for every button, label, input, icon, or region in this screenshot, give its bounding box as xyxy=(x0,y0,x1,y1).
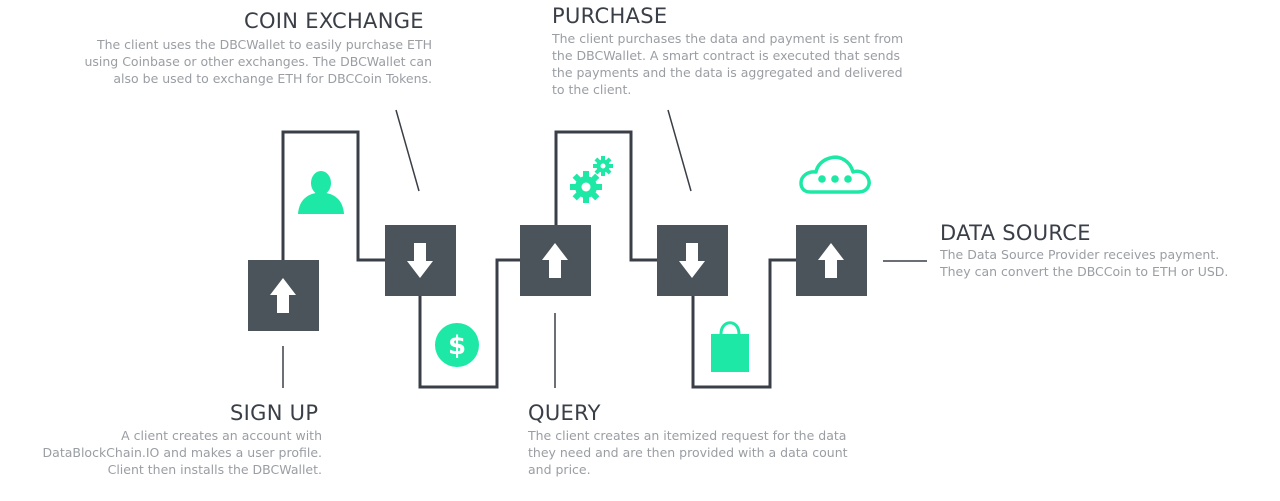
arrow-up-icon xyxy=(542,243,568,278)
step-box-coin-exchange xyxy=(385,225,456,296)
step-box-sign-up xyxy=(248,260,319,331)
purchase-title: PURCHASE xyxy=(552,4,668,28)
purchase-line: the DBCWallet. A smart contract is execu… xyxy=(552,48,901,63)
coin-exchange-title: COIN EXCHANGE xyxy=(244,9,424,33)
purchase-line: The client purchases the data and paymen… xyxy=(552,31,904,46)
dollar-coin-icon: $ xyxy=(435,323,479,367)
shopping-bag-icon xyxy=(711,321,749,372)
step-box-data-source xyxy=(796,225,867,296)
purchase-leader-line xyxy=(667,109,692,192)
coin-exchange-leader-line xyxy=(395,109,420,192)
query-line: The client creates an itemized request f… xyxy=(528,428,847,443)
arrow-down-icon xyxy=(679,243,705,278)
coin-exchange-line: also be used to exchange ETH for DBCCoin… xyxy=(113,71,432,86)
data-source-line: They can convert the DBCCoin to ETH or U… xyxy=(940,264,1229,279)
step-box-query xyxy=(520,225,591,296)
purchase-description: The client purchases the data and paymen… xyxy=(552,30,903,98)
purchase-line: the payments and the data is aggregated … xyxy=(552,65,903,80)
sign-up-line: A client creates an account with xyxy=(121,428,322,443)
sign-up-line: Client then installs the DBCWallet. xyxy=(107,462,322,477)
step-box-purchase xyxy=(657,225,728,296)
data-source-description: The Data Source Provider receives paymen… xyxy=(940,246,1228,280)
cloud-icon xyxy=(799,155,871,194)
flow-path xyxy=(281,130,797,389)
svg-text:$: $ xyxy=(448,331,466,361)
query-line: and price. xyxy=(528,462,591,477)
coin-exchange-description: The client uses the DBCWallet to easily … xyxy=(84,36,432,87)
query-description: The client creates an itemized request f… xyxy=(528,427,848,478)
coin-exchange-line: The client uses the DBCWallet to easily … xyxy=(96,37,432,52)
user-icon xyxy=(298,171,344,214)
arrow-up-icon xyxy=(270,278,296,313)
arrow-up-icon xyxy=(818,243,844,278)
data-source-title: DATA SOURCE xyxy=(940,221,1091,245)
gears-icon xyxy=(570,156,613,203)
query-line: they need and are then provided with a d… xyxy=(528,445,848,460)
sign-up-title: SIGN UP xyxy=(230,401,319,425)
arrow-down-icon xyxy=(407,243,433,278)
data-source-line: The Data Source Provider receives paymen… xyxy=(940,247,1220,262)
query-title: QUERY xyxy=(528,401,601,425)
purchase-line: to the client. xyxy=(552,82,632,97)
sign-up-description: A client creates an account with DataBlo… xyxy=(43,427,322,478)
coin-exchange-line: using Coinbase or other exchanges. The D… xyxy=(84,54,432,69)
sign-up-line: DataBlockChain.IO and makes a user profi… xyxy=(42,445,322,460)
